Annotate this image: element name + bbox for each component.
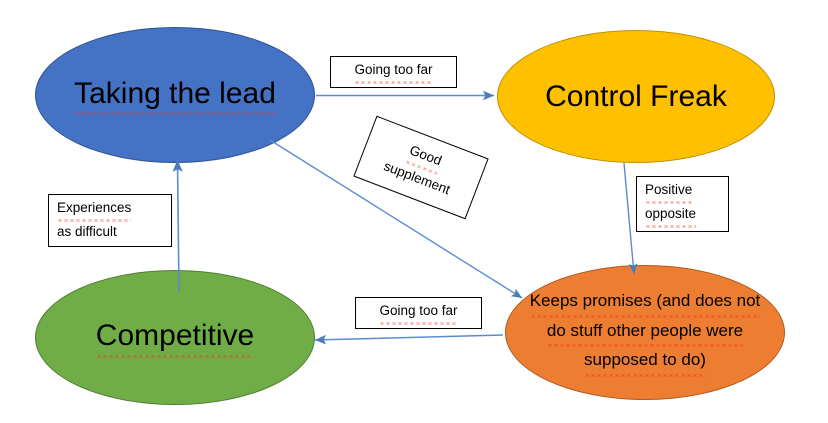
spellcheck-underline: Going too far bbox=[379, 301, 458, 325]
node-taking-the-lead[interactable]: Taking the lead bbox=[35, 27, 315, 163]
edge-label-text-line-2: opposite bbox=[645, 204, 697, 228]
edge-label-text: Going too far bbox=[379, 301, 458, 325]
edge-label-text: Going too far bbox=[354, 60, 433, 84]
edge-label-experiences-as-difficult[interactable]: Experiences as difficult bbox=[48, 194, 172, 247]
spellcheck-underline: opposite bbox=[645, 204, 697, 228]
edge-label-text-line-1: Experiences bbox=[57, 198, 132, 222]
node-control-freak-label: Control Freak bbox=[545, 79, 727, 113]
spellcheck-underline: Keeps promises (and does not bbox=[529, 288, 761, 317]
arrow-competitive-to-taking-lead bbox=[172, 159, 183, 293]
edge-label-text-line-1: Positive bbox=[645, 180, 693, 204]
node-competitive-label: Competitive bbox=[86, 317, 264, 358]
spellcheck-underline: supposed to do) bbox=[584, 347, 706, 376]
spellcheck-underline: Competitive bbox=[95, 317, 255, 358]
spellcheck-underline: do stuff other people were bbox=[546, 317, 744, 347]
node-taking-the-lead-label: Taking the lead bbox=[64, 74, 286, 116]
edge-label-going-too-far-bottom[interactable]: Going too far bbox=[355, 297, 482, 329]
arrow-taking-lead-to-keeps-promises bbox=[269, 139, 523, 299]
node-competitive[interactable]: Competitive bbox=[35, 270, 315, 405]
node-keeps-promises[interactable]: Keeps promises (and does not do stuff ot… bbox=[505, 265, 785, 400]
node-control-freak[interactable]: Control Freak bbox=[497, 30, 775, 163]
edge-label-going-too-far-top[interactable]: Going too far bbox=[330, 56, 457, 88]
edge-label-text-line-2: as difficult bbox=[57, 224, 117, 239]
spellcheck-underline: Going too far bbox=[354, 60, 433, 84]
spellcheck-underline: Taking the lead bbox=[74, 74, 276, 116]
spellcheck-underline: Positive bbox=[645, 180, 693, 204]
edge-label-positive-opposite[interactable]: Positive opposite bbox=[636, 176, 729, 232]
spellcheck-underline: Experiences bbox=[57, 198, 132, 222]
arrow-keeps-promises-to-competitive bbox=[314, 334, 504, 345]
arrow-control-freak-to-keeps-promises bbox=[623, 162, 638, 275]
node-keeps-promises-label: Keeps promises (and does not do stuff ot… bbox=[520, 288, 771, 376]
